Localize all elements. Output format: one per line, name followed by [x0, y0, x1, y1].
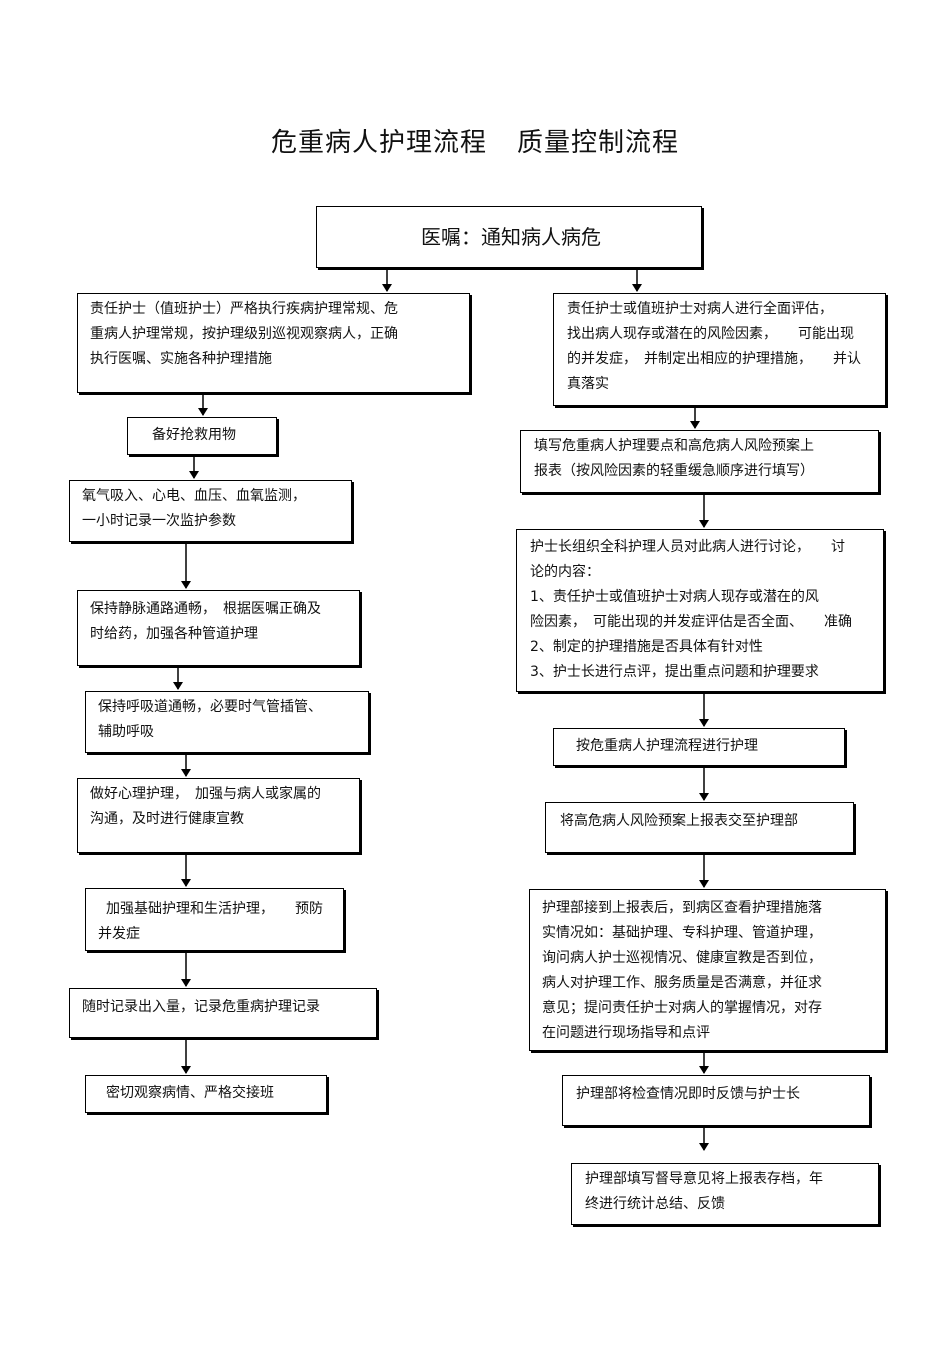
left-step-5-line-1: 保持呼吸道通畅，必要时气管插管、 — [98, 699, 322, 715]
right-step-1: 责任护士或值班护士对病人进行全面评估， 找出病人现存或潜在的风险因素， 可能出现… — [553, 293, 886, 406]
left-step-2: 备好抢救用物 — [127, 417, 277, 455]
left-step-1-line-3: 执行医嘱、实施各种护理措施 — [90, 351, 272, 367]
left-step-5: 保持呼吸道通畅，必要时气管插管、 辅助呼吸 — [85, 691, 369, 753]
right-step-6-line-3: 询问病人护士巡视情况、健康宣教是否到位， — [542, 950, 822, 966]
right-step-3-line-5: 2、制定的护理措施是否具体有针对性 — [530, 639, 763, 655]
right-step-6-line-4: 病人对护理工作、服务质量是否满意，并征求 — [542, 975, 822, 991]
title-part-2: 质量控制流程 — [517, 128, 680, 158]
right-step-2-line-2: 报表（按风险因素的轻重缓急顺序进行填写） — [534, 463, 814, 479]
left-step-4-line-2: 时给药，加强各种管道护理 — [90, 626, 258, 642]
left-step-1-line-2: 重病人护理常规，按护理级别巡视观察病人，正确 — [90, 326, 398, 342]
left-step-3-line-1: 氧气吸入、心电、血压、血氧监测， — [82, 488, 306, 504]
right-step-3-line-4: 险因素， 可能出现的并发症评估是否全面、 准确 — [530, 614, 852, 630]
page-title: 危重病人护理流程质量控制流程 — [0, 122, 950, 159]
right-step-7: 护理部将检查情况即时反馈与护士长 — [562, 1075, 870, 1126]
right-step-6-line-6: 在问题进行现场指导和点评 — [542, 1025, 710, 1041]
right-step-4-line-1: 按危重病人护理流程进行护理 — [576, 738, 758, 754]
right-step-3-line-6: 3、护士长进行点评，提出重点问题和护理要求 — [530, 664, 819, 680]
left-step-7-line-2: 并发症 — [98, 926, 140, 942]
right-step-1-line-4: 真落实 — [567, 376, 609, 392]
right-step-1-line-1: 责任护士或值班护士对病人进行全面评估， — [567, 301, 833, 317]
left-step-3-line-2: 一小时记录一次监护参数 — [82, 513, 236, 529]
left-step-6-line-2: 沟通，及时进行健康宣教 — [90, 811, 244, 827]
right-step-6-line-5: 意见；提问责任护士对病人的掌握情况，对存 — [542, 1000, 822, 1016]
left-step-6-line-1: 做好心理护理， 加强与病人或家属的 — [90, 786, 321, 802]
left-step-4-line-1: 保持静脉通路通畅， 根据医嘱正确及 — [90, 601, 321, 617]
right-step-3-line-3: 1、责任护士或值班护士对病人现存或潜在的风 — [530, 589, 819, 605]
right-step-2-line-1: 填写危重病人护理要点和高危病人风险预案上 — [534, 438, 814, 454]
left-step-8: 随时记录出入量，记录危重病护理记录 — [69, 988, 377, 1038]
left-step-7: 加强基础护理和生活护理， 预防 并发症 — [85, 888, 344, 951]
left-step-1-line-1: 责任护士（值班护士）严格执行疾病护理常规、危 — [90, 301, 398, 317]
right-step-3-line-1: 护士长组织全科护理人员对此病人进行讨论， 讨 — [530, 539, 845, 555]
right-step-6: 护理部接到上报表后，到病区查看护理措施落 实情况如：基础护理、专科护理、管道护理… — [529, 889, 886, 1051]
left-step-1: 责任护士（值班护士）严格执行疾病护理常规、危 重病人护理常规，按护理级别巡视观察… — [77, 293, 470, 393]
right-step-5: 将高危病人风险预案上报表交至护理部 — [545, 802, 854, 853]
left-step-9-line-1: 密切观察病情、严格交接班 — [106, 1085, 274, 1101]
left-step-7-line-1: 加强基础护理和生活护理， 预防 — [106, 901, 323, 917]
right-step-5-line-1: 将高危病人风险预案上报表交至护理部 — [560, 813, 798, 829]
title-part-1: 危重病人护理流程 — [270, 128, 487, 158]
left-step-6: 做好心理护理， 加强与病人或家属的 沟通，及时进行健康宣教 — [77, 778, 360, 853]
right-step-6-line-1: 护理部接到上报表后，到病区查看护理措施落 — [542, 900, 822, 916]
left-step-5-line-2: 辅助呼吸 — [98, 724, 154, 740]
left-step-4: 保持静脉通路通畅， 根据医嘱正确及 时给药，加强各种管道护理 — [77, 590, 360, 666]
right-step-8-line-2: 终进行统计总结、反馈 — [585, 1196, 725, 1212]
right-step-7-line-1: 护理部将检查情况即时反馈与护士长 — [576, 1086, 800, 1102]
left-step-3: 氧气吸入、心电、血压、血氧监测， 一小时记录一次监护参数 — [69, 480, 352, 542]
left-step-9: 密切观察病情、严格交接班 — [85, 1075, 327, 1113]
right-step-3: 护士长组织全科护理人员对此病人进行讨论， 讨 论的内容： 1、责任护士或值班护士… — [516, 529, 884, 692]
right-step-1-line-3: 的并发症， 并制定出相应的护理措施， 并认 — [567, 351, 861, 367]
right-step-3-line-2: 论的内容： — [530, 564, 600, 580]
left-step-8-line-1: 随时记录出入量，记录危重病护理记录 — [82, 999, 320, 1015]
right-step-8: 护理部填写督导意见将上报表存档，年 终进行统计总结、反馈 — [571, 1163, 879, 1225]
right-step-2: 填写危重病人护理要点和高危病人风险预案上 报表（按风险因素的轻重缓急顺序进行填写… — [520, 430, 879, 493]
top-box-label: 医嘱：通知病人病危 — [421, 225, 601, 249]
top-box-notice: 医嘱：通知病人病危 — [316, 206, 702, 268]
right-step-1-line-2: 找出病人现存或潜在的风险因素， 可能出现 — [567, 326, 854, 342]
right-step-6-line-2: 实情况如：基础护理、专科护理、管道护理， — [542, 925, 822, 941]
right-step-8-line-1: 护理部填写督导意见将上报表存档，年 — [585, 1171, 823, 1187]
left-step-2-line-1: 备好抢救用物 — [152, 427, 236, 443]
right-step-4: 按危重病人护理流程进行护理 — [553, 728, 845, 766]
